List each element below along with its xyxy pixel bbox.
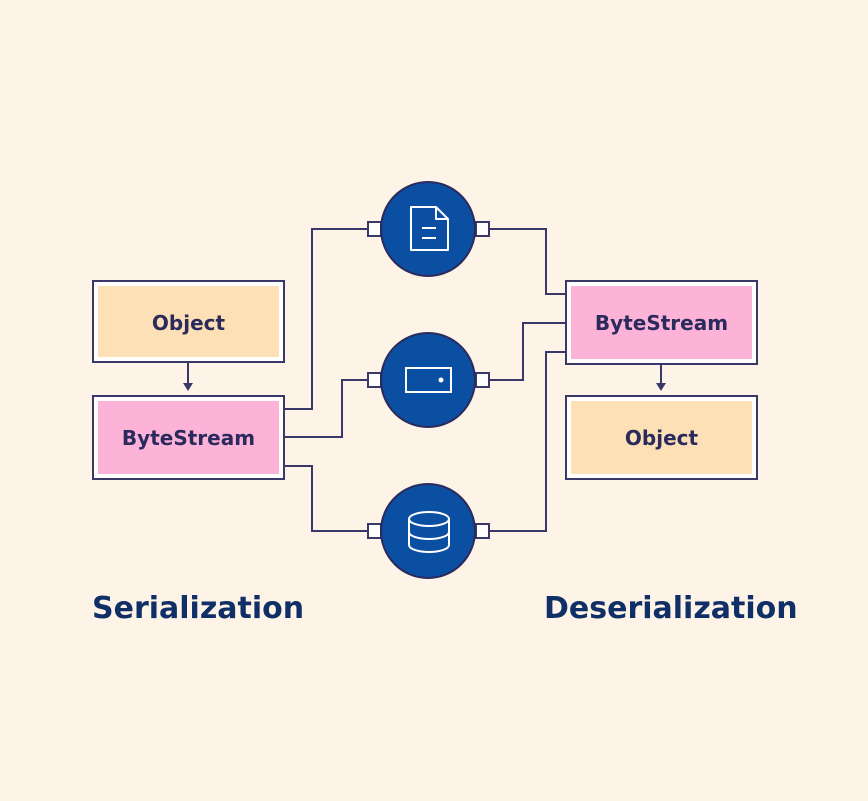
connector-right-memory [490,322,567,381]
serialization-bytestream-box: ByteStream [92,395,285,480]
storage-node-file [367,181,490,277]
connector-right-file [490,228,567,295]
connector-left-file [284,228,368,410]
storage-node-memory [367,332,490,428]
connector-lines [284,228,567,532]
database-icon [408,511,450,553]
deserialization-title: Deserialization [544,591,798,626]
deserialization-object-box: Object [565,395,758,480]
serialization-bytestream-label: ByteStream [122,426,255,450]
serialization-arrow [183,362,193,391]
serialization-title: Serialization [92,591,304,626]
connector-right-database [490,351,567,532]
deserialization-bytestream-box: ByteStream [565,280,758,365]
deserialization-bytestream-label: ByteStream [595,311,728,335]
connector-left-memory [284,379,368,438]
deserialization-arrow [656,364,666,391]
deserialization-object-label: Object [625,426,699,450]
serialization-object-label: Object [152,311,226,335]
storage-node-database [367,483,490,579]
file-icon [410,206,449,251]
serialization-object-box: Object [92,280,285,363]
connector-left-database [284,465,368,532]
memory-icon [405,367,452,393]
